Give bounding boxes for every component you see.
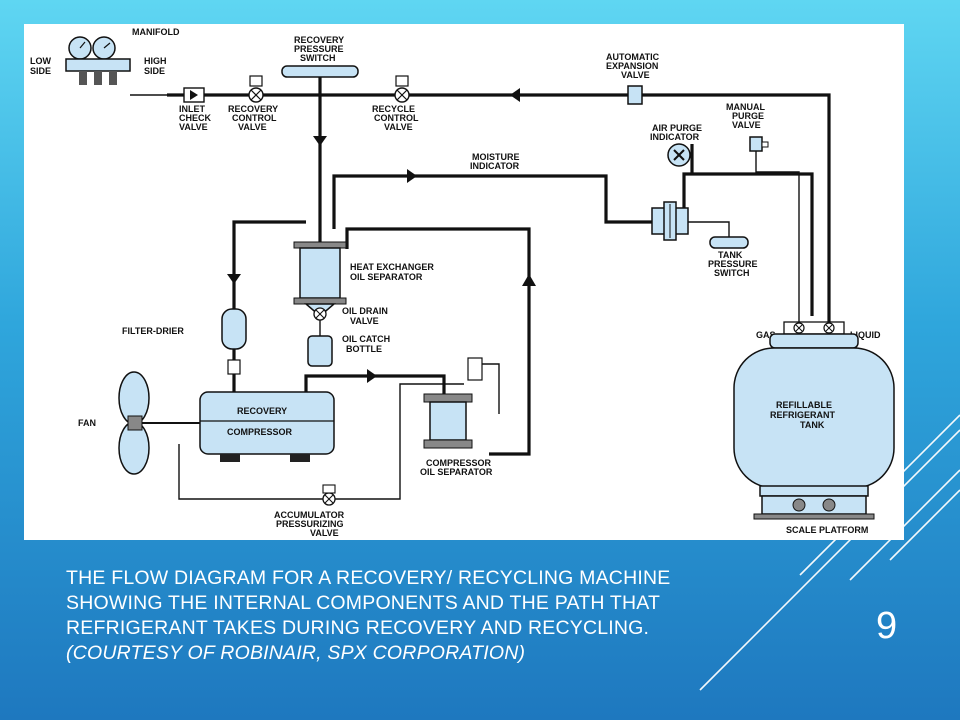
scale-platform (753, 495, 875, 520)
heat-exchanger-oil-separator (293, 241, 347, 317)
recovery-pressure-switch (281, 65, 359, 78)
label-compressor-oil-separator-1: COMPRESSOR (426, 458, 492, 468)
label-manual-purge-valve-3: VALVE (732, 120, 761, 130)
label-recovery-pressure-switch-2: PRESSURE (294, 44, 344, 54)
label-recovery-control-valve-1: RECOVERY (228, 104, 278, 114)
label-recovery-control-valve-2: CONTROL (232, 113, 277, 123)
caption-line-1: THE FLOW DIAGRAM FOR A RECOVERY/ RECYCLI… (66, 567, 671, 589)
fan (118, 371, 200, 475)
refillable-refrigerant-tank (733, 333, 895, 497)
flow-arrows (227, 88, 536, 383)
label-accumulator-valve-2: PRESSURIZING (276, 519, 344, 529)
label-scale-platform: SCALE PLATFORM (786, 525, 868, 535)
label-automatic-expansion-valve-3: VALVE (621, 70, 650, 80)
label-fan: FAN (78, 418, 96, 428)
label-inlet-check-valve-3: VALVE (179, 122, 208, 132)
label-accumulator-valve-1: ACCUMULATOR (274, 510, 345, 520)
label-recovery-control-valve-3: VALVE (238, 122, 267, 132)
recovery-control-valve (248, 75, 264, 103)
label-compressor-oil-separator-2: OIL SEPARATOR (420, 467, 493, 477)
label-recovery-pressure-switch-3: SWITCH (300, 53, 336, 63)
label-tank-2: REFRIGERANT (770, 410, 836, 420)
label-oil-catch-bottle-1: OIL CATCH (342, 334, 390, 344)
label-heat-exchanger-1: HEAT EXCHANGER (350, 262, 434, 272)
recycle-control-valve (394, 75, 410, 103)
label-accumulator-valve-3: VALVE (310, 528, 339, 538)
label-oil-drain-valve-2: VALVE (350, 316, 379, 326)
oil-drain-valve (313, 307, 327, 321)
label-recovery-pressure-switch-1: RECOVERY (294, 35, 344, 45)
label-tank-pressure-switch-3: SWITCH (714, 268, 750, 278)
oil-catch-bottle (307, 335, 333, 367)
air-purge-indicator (667, 143, 691, 167)
label-inlet-check-valve-2: CHECK (179, 113, 212, 123)
tank-pressure-switch (709, 236, 749, 249)
label-moisture-indicator-1: MOISTURE (472, 152, 520, 162)
label-oil-drain-valve-1: OIL DRAIN (342, 306, 388, 316)
label-high-side-2: SIDE (144, 66, 165, 76)
accumulator-pressurizing-valve (322, 484, 336, 506)
label-recycle-control-valve-1: RECYCLE (372, 104, 415, 114)
label-air-purge-indicator-1: AIR PURGE (652, 123, 702, 133)
automatic-expansion-valve (627, 85, 643, 105)
label-oil-catch-bottle-2: BOTTLE (346, 344, 382, 354)
label-manual-purge-valve-2: PURGE (732, 111, 764, 121)
label-low-side-1: LOW (30, 56, 51, 66)
label-recovery-compressor-1: RECOVERY (237, 406, 287, 416)
label-tank-pressure-switch-2: PRESSURE (708, 259, 758, 269)
compressor-oil-separator (423, 357, 483, 449)
label-manifold: MANIFOLD (132, 27, 180, 37)
manual-purge-valve (749, 136, 769, 152)
label-automatic-expansion-valve-2: EXPANSION (606, 61, 658, 71)
label-recycle-control-valve-2: CONTROL (374, 113, 419, 123)
caption-line-3: REFRIGERANT TAKES DURING RECOVERY AND RE… (66, 617, 650, 639)
label-moisture-indicator-2: INDICATOR (470, 161, 520, 171)
label-low-side-2: SIDE (30, 66, 51, 76)
label-air-purge-indicator-2: INDICATOR (650, 132, 700, 142)
label-filter-drier: FILTER-DRIER (122, 326, 184, 336)
label-recovery-compressor-2: COMPRESSOR (227, 427, 293, 437)
recovery-compressor (199, 391, 335, 462)
label-inlet-check-valve-1: INLET (179, 104, 206, 114)
label-high-side-1: HIGH (144, 56, 167, 66)
label-automatic-expansion-valve-1: AUTOMATIC (606, 52, 660, 62)
caption-credit: (COURTESY OF ROBINAIR, SPX CORPORATION) (66, 642, 526, 664)
manifold (65, 36, 167, 96)
label-tank-pressure-switch-1: TANK (718, 250, 743, 260)
filter-drier (221, 308, 247, 350)
slide-caption: THE FLOW DIAGRAM FOR A RECOVERY/ RECYCLI… (66, 566, 806, 666)
caption-line-2: SHOWING THE INTERNAL COMPONENTS AND THE … (66, 592, 661, 614)
label-manual-purge-valve-1: MANUAL (726, 102, 765, 112)
label-liquid: LIQUID (850, 330, 881, 340)
label-gas: GAS (756, 330, 776, 340)
flow-diagram: MANIFOLD LOW SIDE HIGH SIDE INLET CHECK … (30, 27, 895, 538)
tank-valves (783, 321, 845, 335)
expansion-block (651, 201, 689, 241)
page-number: 9 (876, 605, 898, 647)
label-tank-3: TANK (800, 420, 825, 430)
label-tank-1: REFILLABLE (776, 400, 832, 410)
label-recycle-control-valve-3: VALVE (384, 122, 413, 132)
diagram-panel: MANIFOLD LOW SIDE HIGH SIDE INLET CHECK … (24, 24, 904, 540)
check-valve-small (227, 359, 241, 375)
label-heat-exchanger-2: OIL SEPARATOR (350, 272, 423, 282)
inlet-check-valve (183, 87, 205, 103)
